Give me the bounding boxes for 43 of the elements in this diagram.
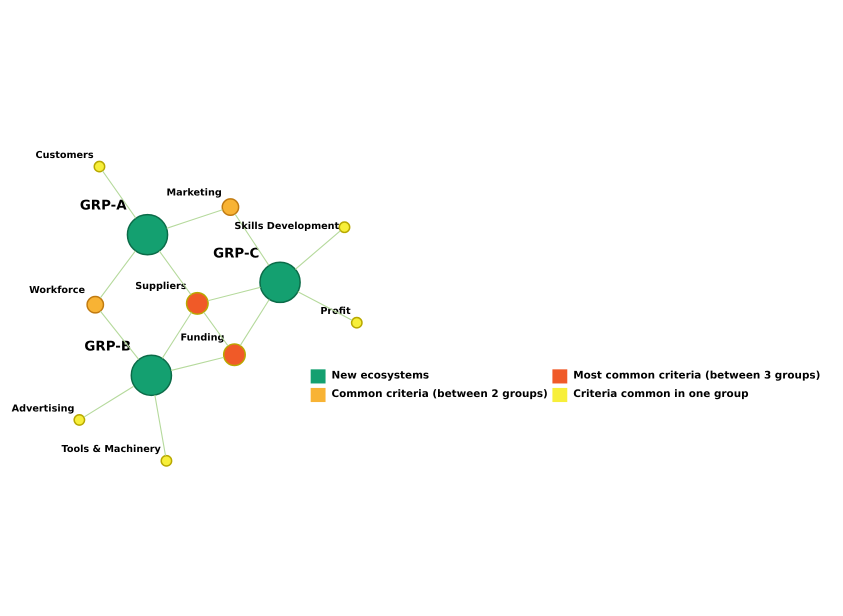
connector	[162, 312, 192, 358]
connector	[84, 385, 134, 418]
connector	[208, 286, 261, 301]
connector	[294, 230, 341, 270]
node-label: GRP-B	[84, 338, 132, 354]
connector	[170, 356, 224, 370]
connector	[240, 298, 270, 346]
node-label: Tools & Machinery	[62, 444, 161, 455]
node-circle	[160, 454, 172, 466]
node-circle	[186, 291, 209, 314]
node-label: Workforce	[29, 284, 86, 296]
node-circle	[130, 354, 172, 396]
node-circle	[338, 220, 350, 233]
node-label: Suppliers	[135, 280, 187, 292]
connector	[234, 213, 270, 266]
node-circle	[350, 316, 363, 328]
node-circle	[94, 160, 106, 172]
legend-label: Criteria common in one group	[573, 388, 749, 400]
node-circle	[222, 342, 246, 366]
node-label: GRP-A	[80, 198, 127, 214]
node-label: Profit	[320, 306, 351, 317]
node-label: Marketing	[166, 187, 222, 198]
connector	[100, 310, 140, 360]
node-label: Skills Development	[234, 220, 340, 232]
connector	[100, 250, 136, 298]
node-label: Funding	[180, 332, 224, 344]
legend-label: Most common criteria (between 3 groups)	[573, 368, 820, 381]
connector	[102, 170, 136, 218]
connector	[158, 250, 192, 294]
connector	[298, 290, 352, 320]
node-circle	[259, 261, 301, 303]
node-label: Advertising	[12, 402, 74, 414]
node-circle	[73, 413, 86, 426]
legend-label: New ecosystems	[332, 368, 430, 381]
node-label: Customers	[35, 149, 94, 160]
connector	[154, 394, 166, 456]
connector	[166, 208, 223, 228]
legend-label: Common criteria (between 2 groups)	[332, 388, 548, 400]
node-label: GRP-C	[213, 246, 260, 261]
connector	[203, 312, 229, 346]
node-circle	[126, 213, 168, 256]
node-circle	[86, 295, 104, 314]
node-circle	[222, 198, 240, 216]
